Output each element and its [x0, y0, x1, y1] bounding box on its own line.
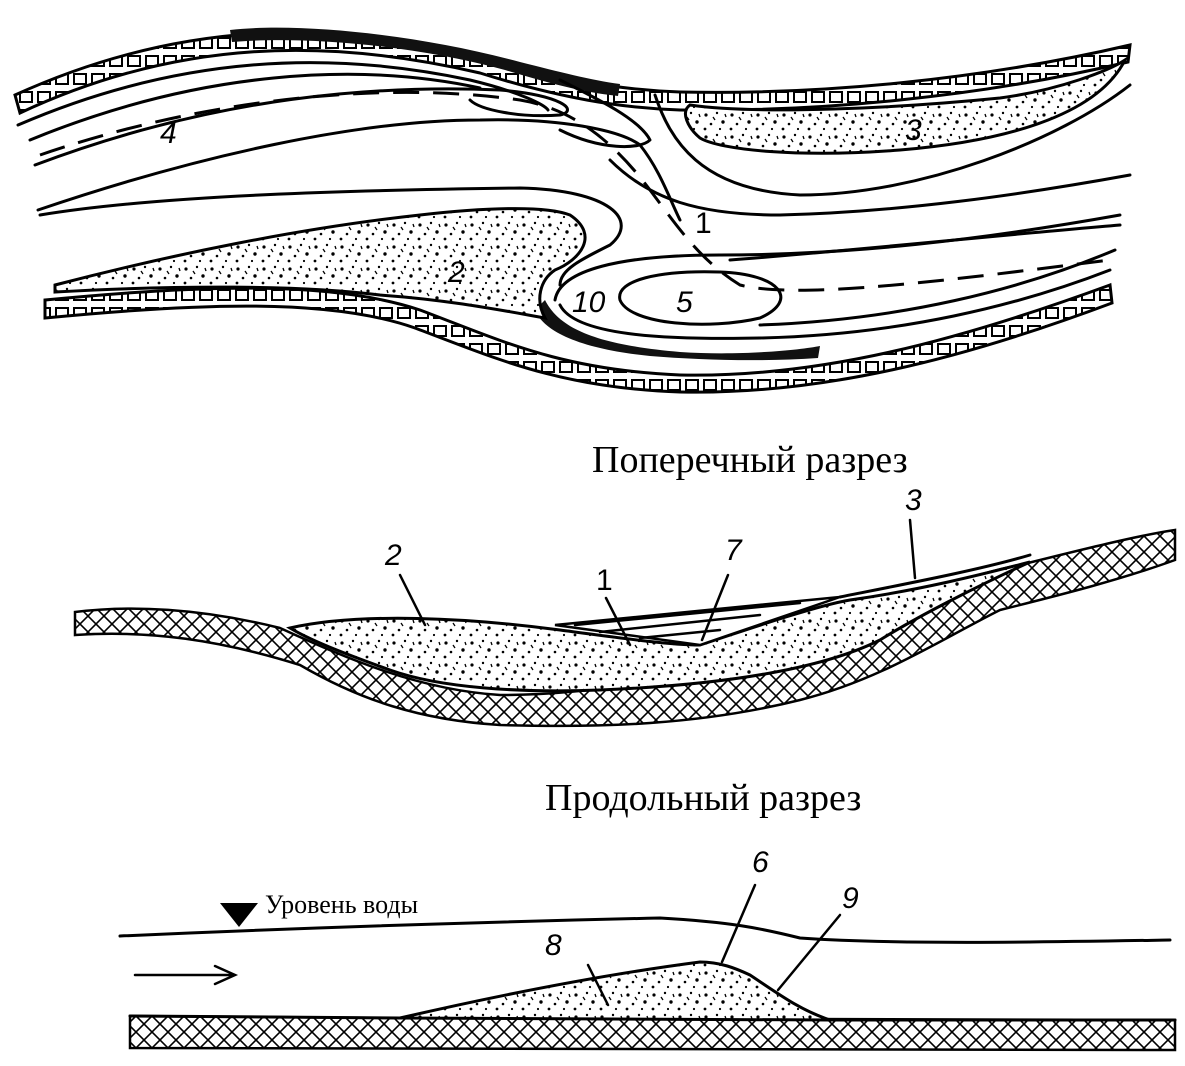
plan-view — [13, 27, 1132, 394]
long-labels: Уровень воды 6 8 9 — [265, 846, 859, 962]
long-label-6: 6 — [752, 846, 769, 879]
plan-label-2: 2 — [447, 256, 465, 289]
long-label-8: 8 — [545, 929, 562, 962]
long-sand-bar — [399, 960, 831, 1022]
plan-line-lower-1 — [728, 223, 1122, 262]
plan-label-5: 5 — [676, 286, 693, 319]
long-leader-6 — [720, 883, 757, 964]
thalweg-line — [39, 90, 1111, 292]
cross-label-1: 1 — [596, 564, 613, 597]
plan-line-3-outer — [653, 83, 1132, 197]
cross-leader-3 — [908, 518, 917, 580]
cross-section-heading: Поперечный разрез — [592, 439, 908, 481]
long-label-9: 9 — [842, 882, 859, 915]
cross-water-stripe-1 — [573, 601, 802, 627]
plan-line-top-4 — [36, 118, 642, 212]
plan-labels: 4 3 1 2 10 5 — [160, 114, 922, 319]
plan-line-lower-2 — [758, 248, 1117, 327]
cross-leader-2 — [398, 573, 427, 627]
bar-3 — [684, 55, 1129, 155]
longitudinal-section — [118, 883, 1177, 1052]
plan-label-1: 1 — [695, 207, 712, 240]
bottom-bank-strip — [43, 282, 1114, 394]
plan-loop-5 — [618, 270, 783, 326]
flow-arrow-icon — [133, 964, 239, 986]
plan-line-top-3 — [33, 87, 569, 167]
long-leader-9 — [776, 913, 842, 992]
plan-label-3: 3 — [905, 114, 922, 147]
cross-ground — [73, 528, 1177, 728]
cross-label-2: 2 — [384, 539, 402, 572]
plan-label-4: 4 — [160, 117, 177, 150]
long-leader-8 — [586, 963, 610, 1007]
plan-loop-10 — [553, 213, 1122, 340]
cross-label-3: 3 — [905, 484, 922, 517]
cross-label-7: 7 — [725, 534, 743, 567]
cross-surface-line — [838, 553, 1032, 599]
cross-leader-7 — [700, 573, 730, 642]
plan-line-2-outer — [38, 186, 623, 287]
cross-section — [73, 518, 1177, 728]
cross-water-stripe-2 — [598, 613, 762, 634]
plan-label-10: 10 — [572, 286, 606, 319]
cross-leader-1 — [604, 596, 632, 647]
longitudinal-section-heading: Продольный разрез — [545, 777, 861, 819]
long-bottom-line — [128, 1014, 1177, 1022]
cross-sand-2-3 — [286, 560, 1031, 693]
bar-2 — [53, 207, 587, 321]
plan-line-cross-b — [638, 143, 682, 222]
bottom-bank-dark — [535, 300, 820, 361]
water-level-line — [118, 916, 1172, 944]
plan-line-cross-a — [608, 158, 1132, 217]
plan-line-top-2 — [28, 72, 482, 142]
water-level-marker-icon — [220, 903, 258, 927]
plan-line-upper-to-1 — [558, 78, 652, 149]
plan-line-top-1 — [16, 61, 550, 127]
water-level-label: Уровень воды — [265, 890, 418, 919]
cross-labels: 2 1 7 3 — [384, 484, 922, 597]
